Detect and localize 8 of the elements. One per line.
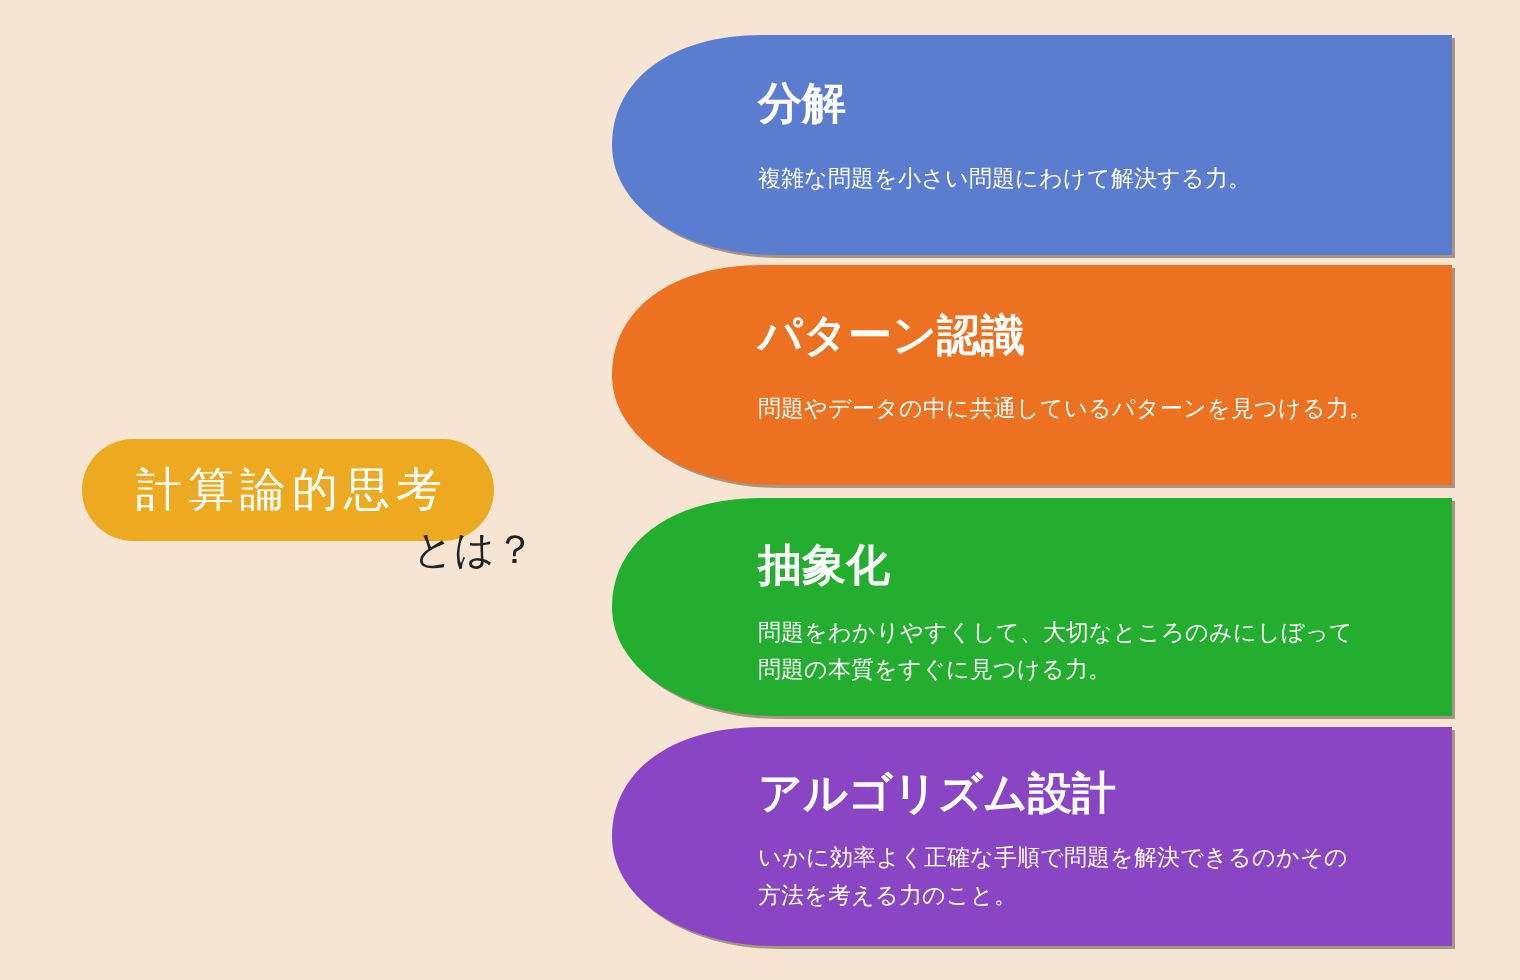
band-text: 問題やデータの中に共通しているパターンを見つける力。	[758, 394, 1373, 423]
band-text: 問題をわかりやすくして、大切なところのみにしぼって問題の本質をすぐに見つける力。	[758, 618, 1354, 684]
band-heading: アルゴリズム設計	[758, 767, 1116, 820]
band-text: 複雑な問題を小さい問題にわけて解決する力。	[758, 164, 1252, 193]
band-text: いかに効率よく正確な手順で問題を解決できるのかその方法を考える力のこと。	[758, 843, 1349, 910]
band-heading: 抽象化	[758, 539, 890, 592]
band-heading: 分解	[758, 77, 846, 130]
band-heading: パターン認識	[758, 309, 1025, 362]
